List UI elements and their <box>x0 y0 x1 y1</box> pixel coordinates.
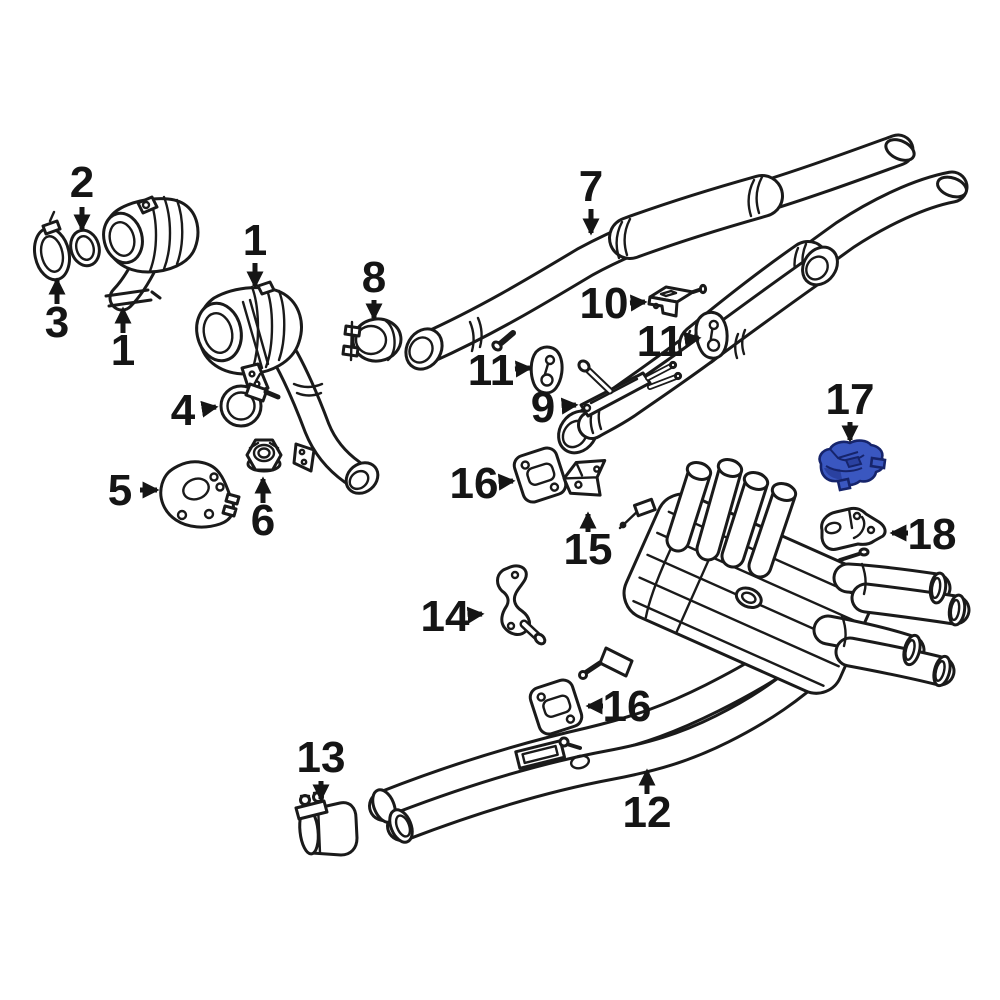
part-5-support-plate-drawing <box>159 460 241 529</box>
part-3-vband-clamp-drawing <box>33 210 71 282</box>
callout-14-arrow <box>466 606 485 624</box>
callout-4[interactable]: 4 <box>171 386 219 435</box>
callout-17[interactable]: 17 <box>826 375 875 443</box>
callout-1a[interactable]: 1 <box>111 306 135 375</box>
callout-10-label[interactable]: 10 <box>580 279 629 328</box>
callout-1b-label[interactable]: 1 <box>243 216 267 265</box>
callout-6-label[interactable]: 6 <box>251 496 275 545</box>
callout-14[interactable]: 14 <box>421 592 485 641</box>
muffler-body-drawing <box>578 458 971 695</box>
part-9-support-rod-drawing <box>577 359 683 418</box>
part-8-band-clamp-drawing <box>341 317 403 363</box>
callout-1b[interactable]: 1 <box>243 216 267 289</box>
callout-16a-arrow <box>497 473 516 491</box>
part-16-hanger-lower <box>526 675 586 739</box>
part-2-gasket-drawing <box>69 228 101 268</box>
part-16-hanger-upper <box>510 443 570 507</box>
part-17-selected-bracket-drawing[interactable] <box>818 439 887 492</box>
callout-16a-label[interactable]: 16 <box>450 459 499 508</box>
callout-17-label[interactable]: 17 <box>826 375 875 424</box>
callout-1a-label[interactable]: 1 <box>111 326 135 375</box>
callout-6[interactable]: 6 <box>251 476 275 545</box>
callout-16b-label[interactable]: 16 <box>603 682 652 731</box>
callout-14-label[interactable]: 14 <box>421 592 470 641</box>
callout-5-label[interactable]: 5 <box>108 466 132 515</box>
callout-3-label[interactable]: 3 <box>45 298 69 347</box>
muffler-small-details <box>578 497 870 680</box>
callout-8[interactable]: 8 <box>362 253 386 321</box>
callout-15[interactable]: 15 <box>564 511 613 574</box>
callout-9-arrow <box>560 397 579 415</box>
part-4-worm-clamp-drawing <box>219 372 281 428</box>
part-12-crossover-pipe-drawing <box>368 624 836 844</box>
callout-16a[interactable]: 16 <box>450 459 516 508</box>
callout-11b-label[interactable]: 11 <box>637 317 684 366</box>
callout-11a-arrow <box>514 360 533 378</box>
part-6-hex-nut-drawing <box>245 438 283 473</box>
callout-11a[interactable]: 11 <box>468 346 533 395</box>
part-15-bracket-drawing <box>562 459 607 497</box>
part-14-strap-bracket-drawing <box>496 564 547 646</box>
part-10-hanger-bracket-drawing <box>647 283 708 318</box>
callout-12[interactable]: 12 <box>623 768 672 837</box>
callout-4-arrow <box>200 400 219 418</box>
callout-11a-label[interactable]: 11 <box>468 346 515 395</box>
callout-10-arrow <box>629 294 648 312</box>
callout-18[interactable]: 18 <box>889 510 957 559</box>
muffler-inlet-pipes <box>665 458 798 579</box>
part-1-catalytic-converter-left-drawing <box>102 195 200 312</box>
part-18-mount-plate-drawing <box>820 506 887 551</box>
callout-11b-arrow <box>683 331 702 349</box>
callout-11b[interactable]: 11 <box>637 317 702 366</box>
callout-10[interactable]: 10 <box>580 279 648 328</box>
part-1-catalytic-converter-right-drawing <box>195 280 380 495</box>
callout-7-label[interactable]: 7 <box>579 162 603 211</box>
callout-9[interactable]: 9 <box>531 383 579 432</box>
callout-4-label[interactable]: 4 <box>171 386 196 435</box>
callout-8-label[interactable]: 8 <box>362 253 386 302</box>
callout-2-label[interactable]: 2 <box>70 158 94 207</box>
callout-2[interactable]: 2 <box>70 158 94 232</box>
muffler-exhaust-tips <box>812 562 971 688</box>
callout-5[interactable]: 5 <box>108 466 160 515</box>
callout-12-label[interactable]: 12 <box>623 788 672 837</box>
callout-9-label[interactable]: 9 <box>531 383 555 432</box>
callout-15-label[interactable]: 15 <box>564 525 613 574</box>
callout-16b[interactable]: 16 <box>585 682 652 731</box>
callout-7[interactable]: 7 <box>579 162 603 236</box>
callout-13-label[interactable]: 13 <box>297 733 346 782</box>
callout-13[interactable]: 13 <box>297 733 346 802</box>
callout-18-label[interactable]: 18 <box>908 510 957 559</box>
callout-3[interactable]: 3 <box>45 277 69 347</box>
part-13-sleeve-clamp-drawing <box>294 791 359 857</box>
